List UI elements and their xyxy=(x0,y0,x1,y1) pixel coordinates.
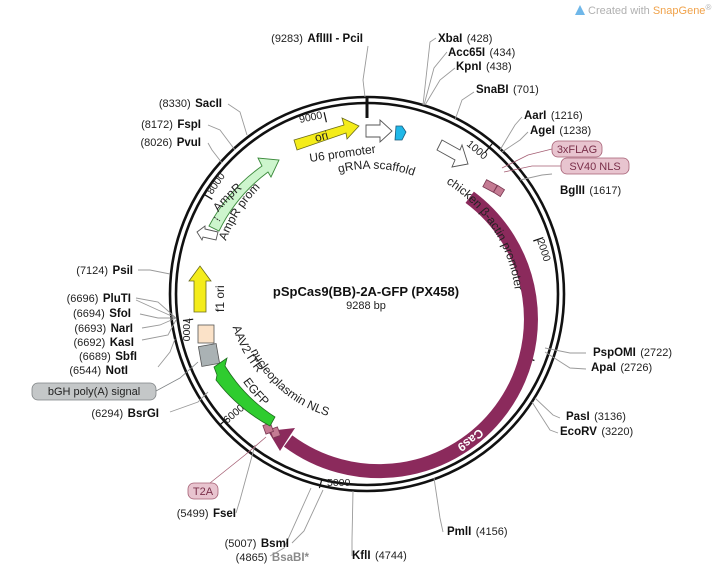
site-aarI: AarI (1216) xyxy=(524,106,583,123)
site-snaBI: SnaBI (701) xyxy=(476,80,539,97)
snapgene-logo-icon xyxy=(575,5,585,15)
site-psiI: (7124) PsiI xyxy=(76,261,133,278)
ampr-inner-line xyxy=(213,216,221,222)
site-bsrGI: (6294) BsrGI xyxy=(91,404,159,421)
tick-8000: 8000 xyxy=(205,171,228,197)
site-xbaI: XbaI (428) xyxy=(438,29,492,46)
sv40-feature xyxy=(492,184,506,198)
ampr-promoter-feature xyxy=(196,225,219,242)
site-acc65I: Acc65I (434) xyxy=(448,43,515,60)
tick-7000: 7000 xyxy=(180,318,192,342)
site-pasI: PasI (3136) xyxy=(566,407,626,424)
ori-feature xyxy=(293,117,360,151)
site-aflIII-pciI: (9283) AflIII - PciI xyxy=(271,29,363,46)
site-notI: (6544) NotI xyxy=(69,361,128,378)
bgh-feature xyxy=(197,343,221,367)
site-ecoRV: EcoRV (3220) xyxy=(560,422,633,439)
flag-leader xyxy=(501,148,553,169)
site-pmlI: PmlI (4156) xyxy=(447,522,508,539)
f1-ori-feature xyxy=(188,265,212,313)
cba-promoter-feature xyxy=(436,139,469,168)
tag-bgh-polya: bGH poly(A) signal xyxy=(31,382,157,401)
plasmid-name: pSpCas9(BB)-2A-GFP (PX458) xyxy=(273,284,459,299)
svg-text:bGH poly(A) signal: bGH poly(A) signal xyxy=(48,386,140,398)
svg-text:SV40 NLS: SV40 NLS xyxy=(569,161,620,173)
u6-promoter-feature xyxy=(365,118,393,144)
cba-promoter-label: chicken β-actin promoter xyxy=(444,174,525,291)
grna-scaffold-feature xyxy=(394,125,407,141)
aav2-itr-feature xyxy=(197,324,215,344)
watermark-mark: ® xyxy=(705,3,711,12)
watermark-brand: SnapGene xyxy=(653,5,706,17)
tag-t2a: T2A xyxy=(187,482,219,500)
left-site-labels: (8330) SacII (8172) FspI (8026) PvuI (71… xyxy=(67,94,310,565)
site-ageI: AgeI (1238) xyxy=(530,121,591,138)
watermark-text: Created with xyxy=(588,5,650,17)
svg-text:T2A: T2A xyxy=(193,486,214,498)
site-leader-lines xyxy=(135,37,587,557)
ampr-feature xyxy=(208,157,280,232)
site-fseI: (5499) FseI xyxy=(177,504,236,521)
egfp-feature xyxy=(213,357,276,427)
tag-sv40-nls: SV40 NLS xyxy=(560,157,630,175)
site-pluTI: (6696) PluTI xyxy=(67,289,131,306)
site-narI: (6693) NarI xyxy=(74,319,133,336)
ori-label: ori xyxy=(313,128,330,145)
site-apaI: ApaI (2726) xyxy=(591,358,652,375)
sv40-leader xyxy=(503,165,561,173)
site-sbfI: (6689) SbfI xyxy=(79,347,137,364)
svg-text:3xFLAG: 3xFLAG xyxy=(557,144,597,156)
site-bsmI: (5007) BsmI xyxy=(225,534,289,551)
site-kasI: (6692) KasI xyxy=(73,333,134,350)
grna-scaffold-label: gRNA scaffold xyxy=(336,158,417,179)
site-pvuI: (8026) PvuI xyxy=(140,133,201,150)
tick-5000: 5000 xyxy=(327,477,351,489)
right-site-labels: XbaI (428) Acc65I (434) KpnI (438) SnaBI… xyxy=(352,29,672,563)
plasmid-length: 9288 bp xyxy=(346,300,386,312)
tick-9000: 9000 xyxy=(298,109,323,126)
site-bglII: BglII (1617) xyxy=(560,181,621,198)
site-kpnI: KpnI (438) xyxy=(456,57,512,74)
f1-ori-label: f1 ori xyxy=(213,285,227,312)
site-pspOMI: PspOMI (2722) xyxy=(593,343,672,360)
site-sacII: (8330) SacII xyxy=(159,94,222,111)
tag-3xflag: 3xFLAG xyxy=(551,140,603,158)
t2a-leader xyxy=(209,436,267,484)
site-fspI: (8172) FspI xyxy=(141,115,201,132)
snapgene-watermark: Created with SnapGene® xyxy=(575,3,711,17)
site-kflI: KflI (4744) xyxy=(352,546,407,563)
site-bsaBI: (4865) BsaBI* xyxy=(236,548,310,565)
svg-text:Created with SnapGene®: Created with SnapGene® xyxy=(588,3,711,17)
tick-1000: 1000 xyxy=(464,138,490,162)
bgh-leader xyxy=(155,361,199,392)
cas9-feature xyxy=(283,191,538,479)
site-sfoI: (6694) SfoI xyxy=(73,304,131,321)
